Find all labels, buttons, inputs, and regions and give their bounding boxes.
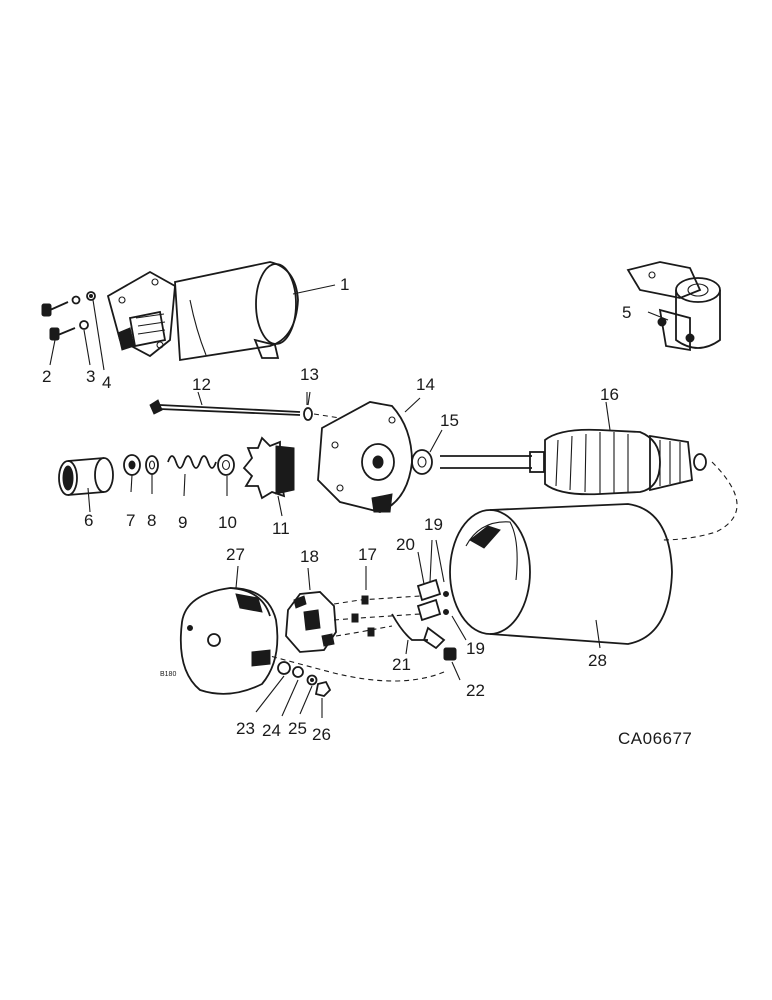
- armature: [440, 401, 707, 496]
- callout-12: 12: [192, 375, 211, 394]
- callout-5: 5: [622, 303, 631, 322]
- callout-17: 17: [358, 545, 377, 564]
- solenoid: [626, 261, 721, 352]
- callout-19-bottom: 19: [466, 639, 485, 658]
- callout-27: 27: [226, 545, 245, 564]
- callout-18: 18: [300, 547, 319, 566]
- callout-25: 25: [288, 719, 307, 738]
- callout-22: 22: [466, 681, 485, 700]
- drive-sleeve: [58, 457, 114, 513]
- mounting-screws: [41, 291, 105, 371]
- callout-labels: 1 2 3 4 5 6 7 8 9 10 11 12 13 14 15 16 1…: [42, 275, 631, 744]
- callout-3: 3: [86, 367, 95, 386]
- connection-line-armature: [659, 461, 738, 541]
- callout-4: 4: [102, 373, 111, 392]
- callout-28: 28: [588, 651, 607, 670]
- callout-16: 16: [600, 385, 619, 404]
- callout-7: 7: [126, 511, 135, 530]
- callout-19-top: 19: [424, 515, 443, 534]
- callout-21: 21: [392, 655, 411, 674]
- drive-hardware: [123, 454, 235, 497]
- through-bolt: [149, 391, 341, 421]
- callout-23: 23: [236, 719, 255, 738]
- callout-11: 11: [272, 519, 290, 538]
- callout-10: 10: [218, 513, 237, 532]
- brush-springs: [333, 566, 421, 637]
- field-frame: [449, 503, 673, 649]
- callout-2: 2: [42, 367, 51, 386]
- connection-line-terminal: [269, 655, 445, 682]
- figure-code: CA06677: [618, 729, 692, 748]
- brush-set: [391, 539, 467, 655]
- callout-24: 24: [262, 721, 281, 740]
- callout-14: 14: [416, 375, 435, 394]
- pinion-drive: [242, 436, 295, 517]
- thrust-washer: [411, 429, 443, 475]
- starter-assembly: [106, 261, 336, 362]
- callout-15: 15: [440, 411, 459, 430]
- small-mark: B180: [160, 671, 176, 678]
- callout-9: 9: [178, 513, 187, 532]
- commutator-end-cap: [179, 565, 279, 695]
- terminal-hardware: [255, 661, 332, 718]
- brush-holder-plate: [285, 567, 337, 653]
- callout-1: 1: [340, 275, 349, 294]
- callout-26: 26: [312, 725, 331, 744]
- callout-8: 8: [147, 511, 156, 530]
- callout-20: 20: [396, 535, 415, 554]
- brush-terminal: [443, 647, 461, 681]
- callout-13: 13: [300, 365, 319, 384]
- drive-end-housing: [317, 397, 421, 513]
- callout-6: 6: [84, 511, 93, 530]
